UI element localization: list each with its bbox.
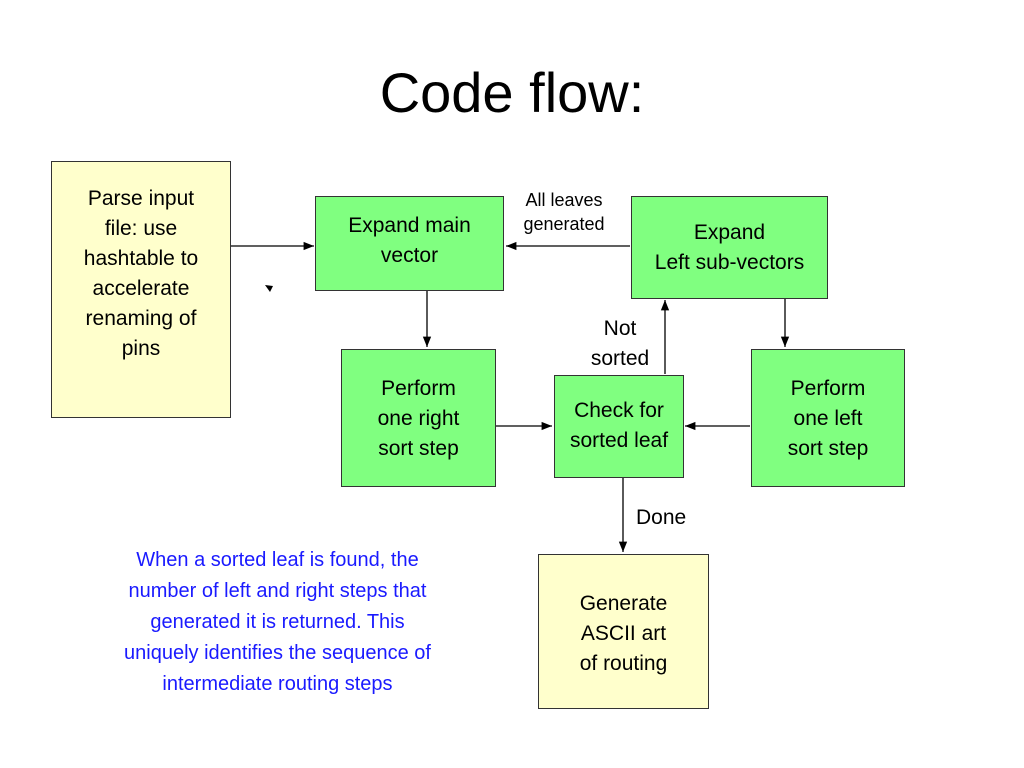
expand-main-vector-label: Expand main vector: [348, 214, 471, 267]
perform-right-sort-box: Perform one right sort step: [341, 349, 496, 487]
generate-ascii-box: Generate ASCII art of routing: [538, 554, 709, 709]
perform-left-sort-box: Perform one left sort step: [751, 349, 905, 487]
sorted-leaf-note: When a sorted leaf is found, the number …: [124, 549, 431, 695]
parse-input-box: Parse input file: use hashtable to accel…: [51, 161, 231, 418]
stray-arrowhead: [265, 285, 273, 292]
generate-ascii-label: Generate ASCII art of routing: [579, 592, 668, 675]
not-sorted-label: Not sorted: [590, 317, 650, 370]
all-leaves-generated-label: All leaves generated: [523, 190, 605, 234]
slide-title: Code flow:: [379, 61, 645, 124]
check-sorted-leaf-label: Check for sorted leaf: [569, 399, 669, 452]
expand-main-vector-box: Expand main vector: [315, 196, 504, 291]
perform-right-sort-label: Perform one right sort step: [377, 377, 460, 460]
parse-input-label: Parse input file: use hashtable to accel…: [83, 187, 199, 360]
check-sorted-leaf-box: Check for sorted leaf: [554, 375, 684, 478]
done-label: Done: [636, 506, 687, 529]
perform-left-sort-label: Perform one left sort step: [787, 377, 869, 460]
expand-left-subvectors-label: Expand Left sub-vectors: [654, 220, 805, 274]
expand-left-subvectors-box: Expand Left sub-vectors: [631, 196, 828, 299]
